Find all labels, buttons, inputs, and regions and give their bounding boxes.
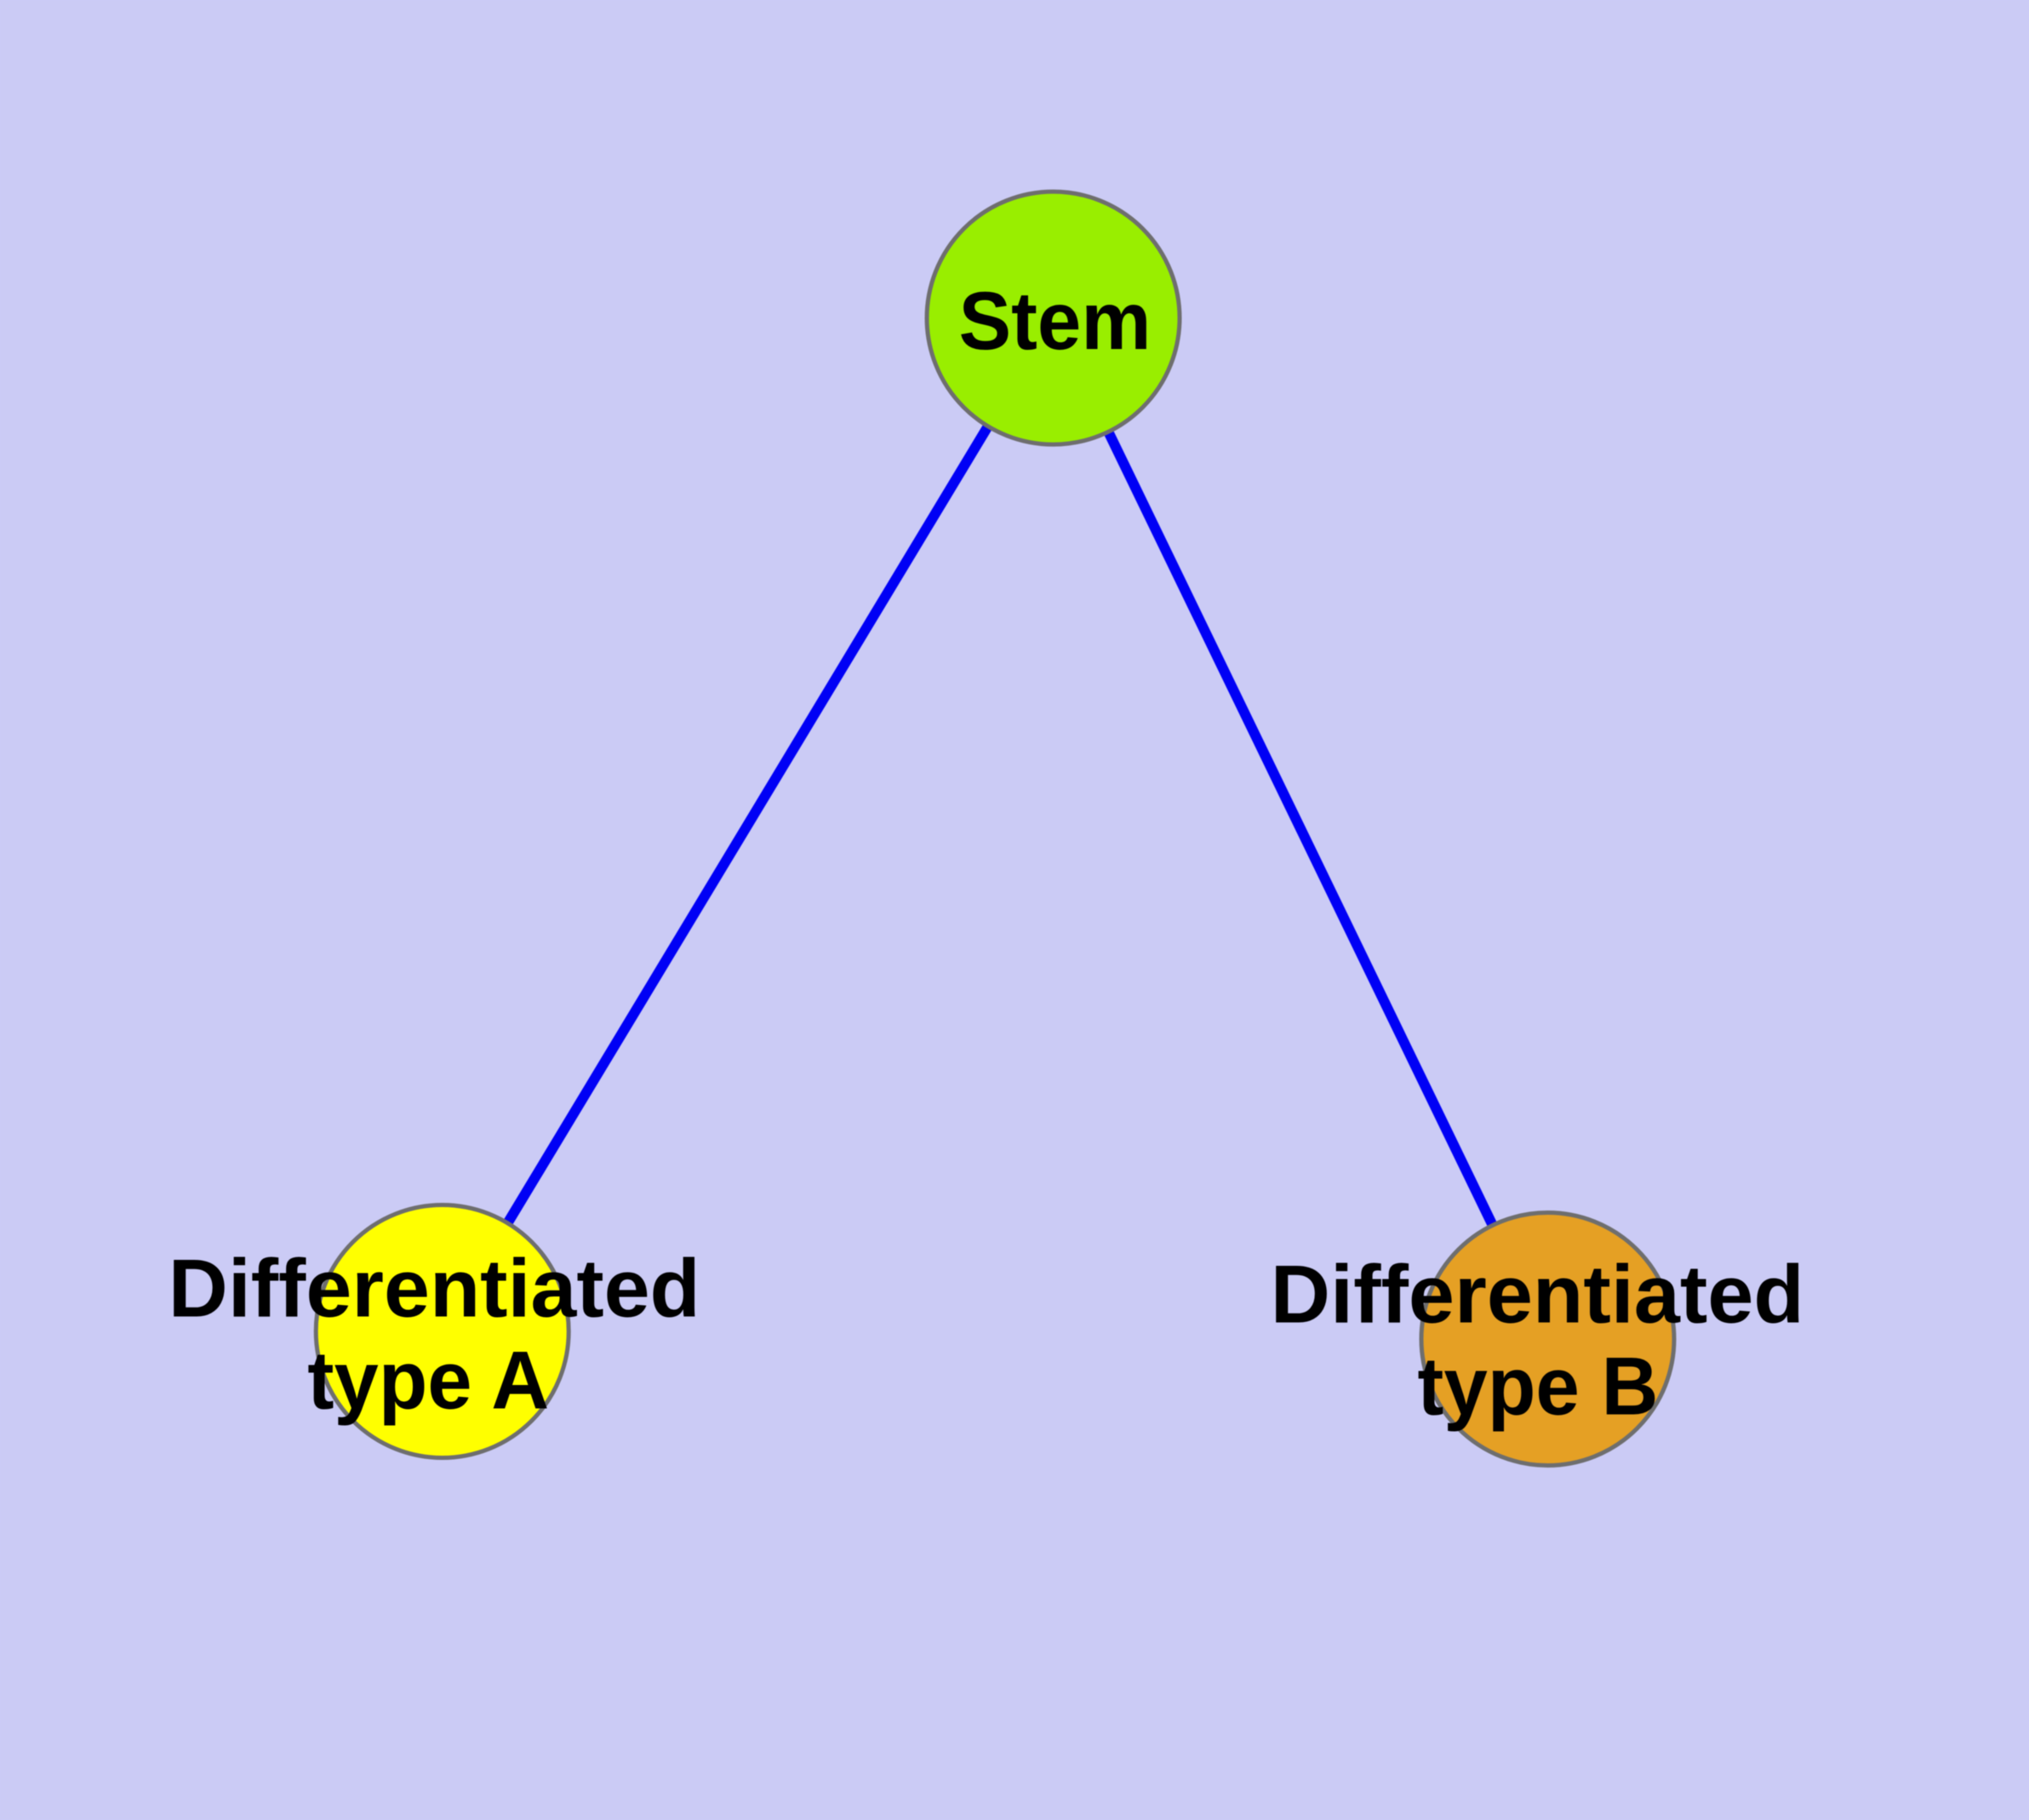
svg-text:Differentiated: Differentiated — [1271, 1250, 1804, 1341]
svg-text:type B: type B — [1418, 1342, 1659, 1433]
svg-text:type A: type A — [307, 1336, 549, 1427]
svg-text:Stem: Stem — [959, 276, 1152, 367]
svg-text:Differentiated: Differentiated — [169, 1244, 700, 1335]
